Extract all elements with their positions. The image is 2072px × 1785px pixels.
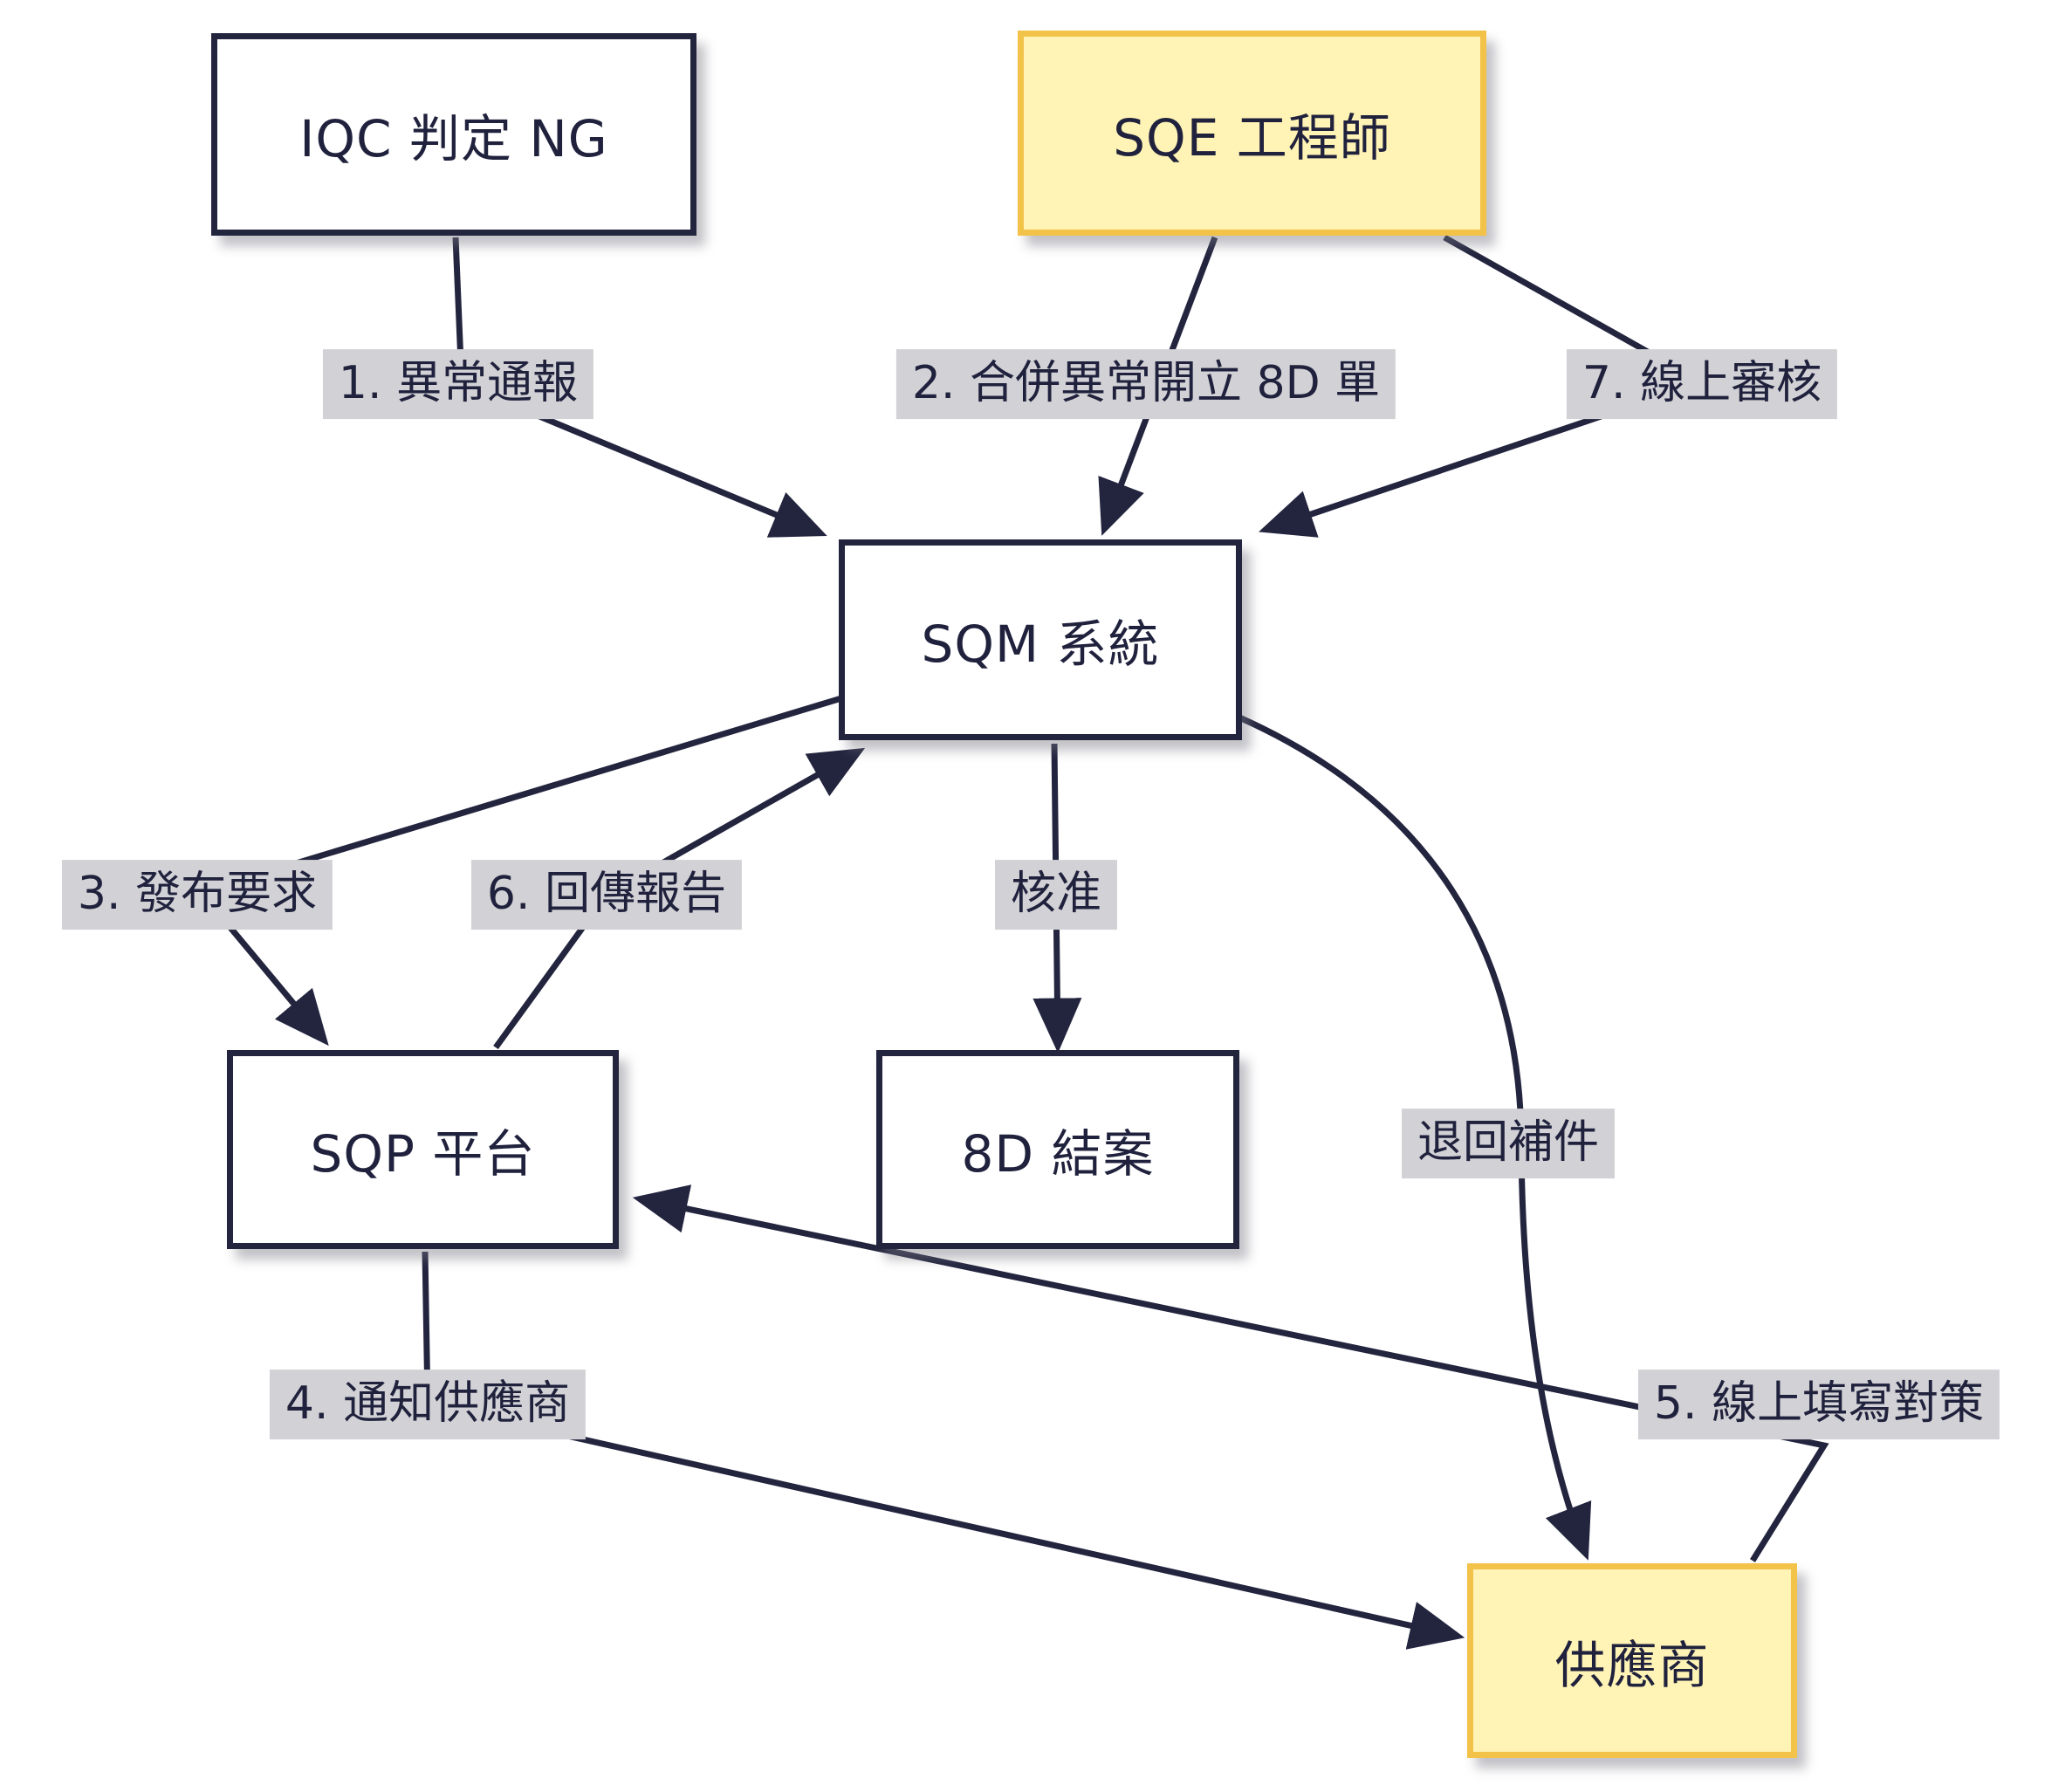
node-sqp-platform-label: SQP 平台 <box>310 1124 536 1184</box>
node-iqc-ng-label: IQC 判定 NG <box>299 109 608 168</box>
node-8d-closure-label: 8D 結案 <box>961 1124 1155 1184</box>
edge-label-2-merge-open-8d: 2. 合併異常開立 8D 單 <box>895 349 1396 419</box>
node-sqp-platform: SQP 平台 <box>227 1050 619 1249</box>
edge-sqp-to-supplier-notify <box>422 1251 1465 1650</box>
node-iqc-ng: IQC 判定 NG <box>211 33 696 236</box>
edge-label-5-online-countermeasure: 5. 線上填寫對策 <box>1637 1370 2000 1439</box>
edge-label-return-for-supplement: 退回補件 <box>1401 1109 1616 1178</box>
node-sqm-system-label: SQM 系統 <box>921 614 1160 674</box>
node-sqe-engineer: SQE 工程師 <box>1018 31 1486 236</box>
node-8d-closure: 8D 結案 <box>876 1050 1239 1249</box>
edge-label-3-publish-request: 3. 發布要求 <box>61 860 333 930</box>
edge-label-approve: 核准 <box>994 860 1118 930</box>
node-sqm-system: SQM 系統 <box>839 539 1242 740</box>
edge-label-6-return-report: 6. 回傳報告 <box>470 860 743 930</box>
edge-label-1-abnormal-report: 1. 異常通報 <box>322 349 594 419</box>
edge-supplier-to-sqp-countermeasure <box>632 1184 1829 1562</box>
node-supplier-label: 供應商 <box>1554 1635 1710 1695</box>
edge-label-4-notify-supplier: 4. 通知供應商 <box>269 1370 587 1439</box>
edge-label-7-online-review: 7. 線上審核 <box>1566 349 1838 419</box>
node-sqe-engineer-label: SQE 工程師 <box>1113 107 1391 168</box>
node-supplier: 供應商 <box>1467 1563 1797 1758</box>
